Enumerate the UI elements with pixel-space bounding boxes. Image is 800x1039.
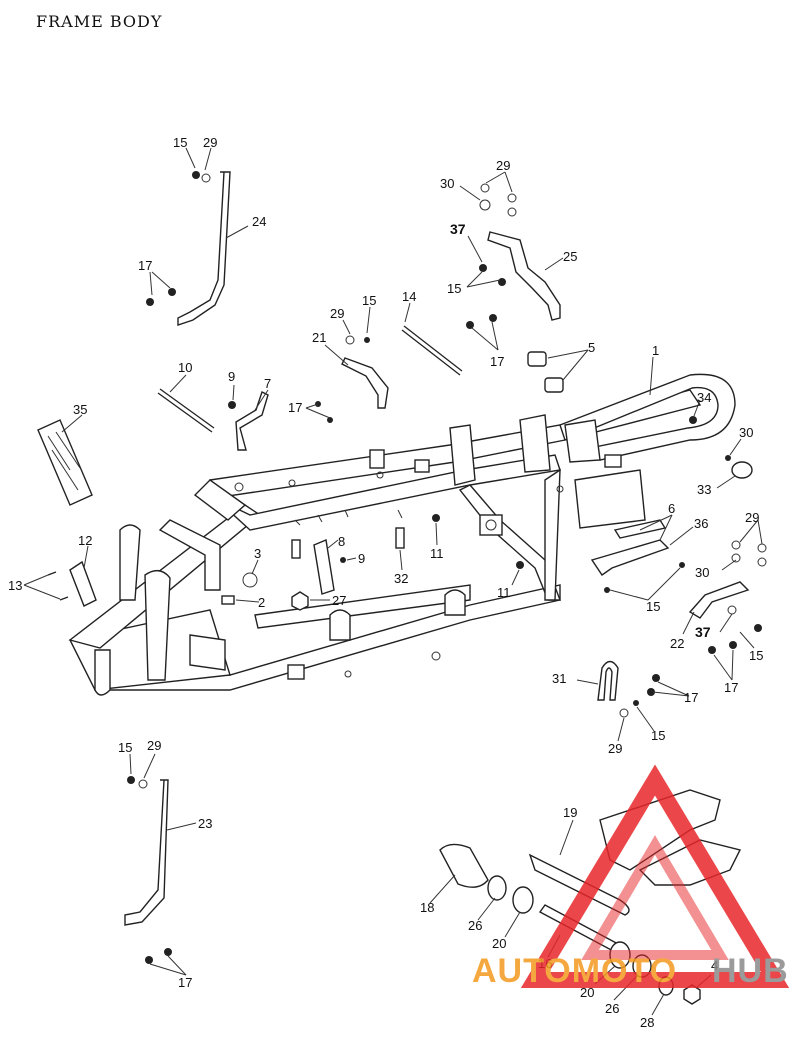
callout-37b: 37 — [695, 624, 711, 640]
callout-28: 28 — [640, 1015, 654, 1030]
callout-8: 8 — [338, 534, 345, 549]
callout-17c: 17 — [288, 400, 302, 415]
bolt-10 — [157, 392, 213, 433]
strap-8 — [313, 539, 335, 595]
callout-15d: 15 — [646, 599, 660, 614]
callout-29d: 29 — [745, 510, 759, 525]
bracket-22 — [688, 581, 750, 619]
callout-22: 22 — [670, 636, 684, 651]
callout-14: 14 — [402, 289, 416, 304]
watermark-text-auto: AUTOMOTO — [472, 952, 677, 990]
callout-26b: 26 — [605, 1001, 619, 1016]
callout-30c: 30 — [695, 565, 709, 580]
callout-6: 6 — [668, 501, 675, 516]
callout-29f: 29 — [147, 738, 161, 753]
callout-23: 23 — [198, 816, 212, 831]
bracket-25 — [487, 231, 561, 321]
callout-29c: 29 — [330, 306, 344, 321]
callout-34: 34 — [697, 390, 711, 405]
callout-29e: 29 — [608, 741, 622, 756]
callout-12: 12 — [78, 533, 92, 548]
callout-2: 2 — [258, 595, 265, 610]
callout-31: 31 — [552, 671, 566, 686]
callout-17d: 17 — [724, 680, 738, 695]
callout-32: 32 — [394, 571, 408, 586]
leader-lines — [23, 147, 763, 1016]
callout-1: 1 — [652, 343, 659, 358]
callout-33: 33 — [697, 482, 711, 497]
callout-10: 10 — [178, 360, 192, 375]
callout-7: 7 — [264, 376, 271, 391]
callout-26a: 26 — [468, 918, 482, 933]
callout-13: 13 — [8, 578, 22, 593]
callout-15f: 15 — [651, 728, 665, 743]
callout-37a: 37 — [450, 221, 466, 237]
callout-15g: 15 — [118, 740, 132, 755]
callout-20a: 20 — [492, 936, 506, 951]
callout-27: 27 — [332, 593, 346, 608]
diagram-title: FRAME BODY — [36, 12, 163, 31]
callout-15b: 15 — [362, 293, 376, 308]
callout-25: 25 — [563, 249, 577, 264]
callout-19: 19 — [563, 805, 577, 820]
callout-17f: 17 — [178, 975, 192, 990]
cap-33 — [731, 461, 753, 479]
washer-3 — [242, 572, 258, 588]
rubber-mounts-5 — [527, 351, 564, 393]
callout-3: 3 — [254, 546, 261, 561]
main-frame — [68, 373, 736, 696]
callout-11b: 11 — [497, 585, 511, 600]
callout-4: 4 — [711, 958, 718, 973]
callout-9a: 9 — [228, 369, 235, 384]
callout-15a: 15 — [173, 135, 187, 150]
callout-11a: 11 — [430, 546, 444, 561]
plate-12 — [69, 560, 97, 607]
callout-labels: 1 2 3 4 5 6 7 8 9 9 10 11 11 12 13 14 15… — [8, 135, 763, 1030]
bracket-23 — [124, 779, 169, 926]
clamp-31 — [597, 660, 619, 701]
callout-20b: 20 — [580, 985, 594, 1000]
watermark-logo: AUTOMOTO HUB — [472, 764, 790, 990]
callout-24: 24 — [252, 214, 266, 229]
callout-15e: 15 — [749, 648, 763, 663]
callout-29b: 29 — [496, 158, 510, 173]
callout-35: 35 — [73, 402, 87, 417]
callout-15c: 15 — [447, 281, 461, 296]
callout-30b: 30 — [739, 425, 753, 440]
nut-27 — [291, 591, 309, 611]
callout-36: 36 — [694, 516, 708, 531]
bracket-21 — [341, 357, 389, 409]
callout-21: 21 — [312, 330, 326, 345]
bracket-24 — [177, 171, 231, 326]
callout-17e: 17 — [684, 690, 698, 705]
watermark-text-hub: HUB — [712, 952, 789, 990]
callout-30a: 30 — [440, 176, 454, 191]
callout-17a: 17 — [138, 258, 152, 273]
callout-18: 18 — [420, 900, 434, 915]
callout-29a: 29 — [203, 135, 217, 150]
bolt-14 — [401, 329, 461, 376]
callout-17b: 17 — [490, 354, 504, 369]
callout-5: 5 — [588, 340, 595, 355]
bracket-7 — [235, 391, 269, 451]
callout-9b: 9 — [358, 551, 365, 566]
bracket-36 — [590, 539, 670, 576]
